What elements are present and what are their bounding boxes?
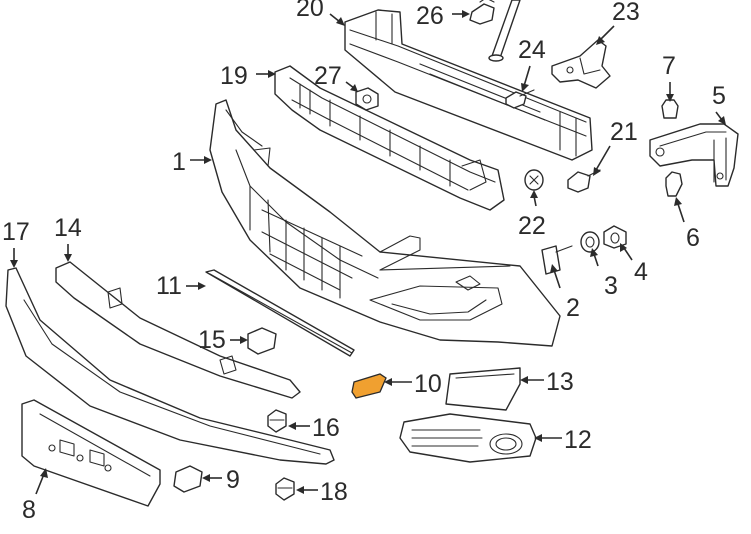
- callout-6: 6: [686, 224, 700, 252]
- callout-25: 25: [524, 0, 552, 4]
- part-11-trim-strip: [205, 269, 355, 357]
- part-14-lower-spoiler: [55, 261, 301, 399]
- callout-14: 14: [54, 214, 82, 242]
- callout-13: 13: [546, 368, 574, 396]
- callout-22: 22: [518, 212, 546, 240]
- callout-20: 20: [296, 0, 324, 22]
- callout-19: 19: [220, 62, 248, 90]
- part-19-energy-absorber: [274, 65, 505, 211]
- part-26-bolt: [469, 0, 495, 25]
- callout-9: 9: [226, 466, 240, 494]
- part-13-tow-cover: [445, 367, 521, 411]
- callout-5: 5: [712, 82, 726, 110]
- callout-12: 12: [564, 426, 592, 454]
- callout-27: 27: [314, 62, 342, 90]
- part-15-clip: [247, 327, 277, 355]
- part-1-bumper-cover: [209, 99, 561, 347]
- callout-26: 26: [416, 2, 444, 30]
- callout-labels: 1 2 3 4 5 6 7 8 9 10 11 12 13 14 15 16 1…: [2, 0, 726, 524]
- callout-18: 18: [320, 478, 348, 506]
- part-16-grommet: [267, 409, 287, 433]
- part-20-reinforcement-bar: [344, 9, 593, 161]
- part-2-small-bracket: [541, 245, 573, 275]
- callout-1: 1: [172, 148, 186, 176]
- part-10-tow-hook-cap: [351, 373, 387, 399]
- leader-lines: [10, 10, 726, 495]
- part-22-washer: [524, 169, 544, 191]
- callout-16: 16: [312, 414, 340, 442]
- part-6-push-clip: [665, 171, 683, 197]
- callout-21: 21: [610, 118, 638, 146]
- callout-2: 2: [566, 294, 580, 322]
- callout-23: 23: [612, 0, 640, 26]
- callout-10: 10: [414, 370, 442, 398]
- part-4-nut: [603, 225, 627, 249]
- part-17-lower-cover: [5, 267, 335, 465]
- part-23-mounting-bracket: [551, 39, 611, 89]
- callout-3: 3: [604, 272, 618, 300]
- callout-7: 7: [662, 52, 676, 80]
- callout-8: 8: [22, 496, 36, 524]
- part-5-side-bracket: [649, 123, 739, 187]
- part-8-license-bracket: [21, 399, 161, 507]
- part-27-nut: [355, 87, 379, 111]
- part-7-clip: [661, 99, 679, 119]
- part-12-fog-grille: [399, 413, 537, 463]
- callout-4: 4: [634, 258, 648, 286]
- callout-11: 11: [156, 272, 182, 300]
- part-9-clip: [173, 465, 203, 493]
- part-25-bracket-rod: [488, 0, 521, 62]
- callout-24: 24: [518, 36, 546, 64]
- part-3-bushing: [580, 231, 600, 253]
- part-24-screw: [505, 89, 535, 109]
- callout-15: 15: [198, 326, 226, 354]
- part-18-fastener: [275, 477, 295, 501]
- callout-17: 17: [2, 218, 30, 246]
